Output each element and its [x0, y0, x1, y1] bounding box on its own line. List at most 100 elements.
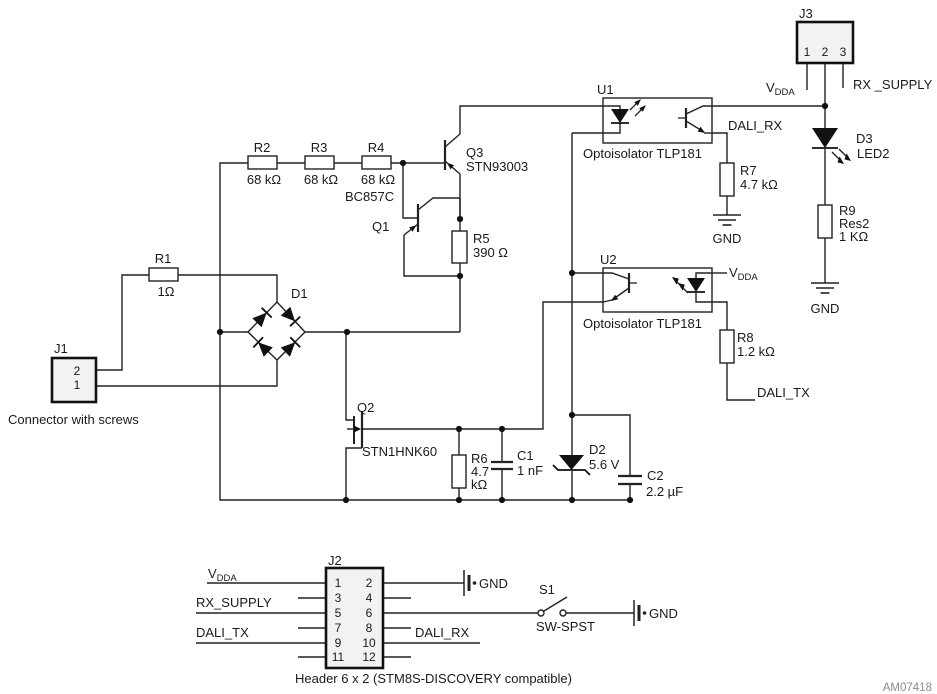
capacitor-c2: [618, 474, 642, 486]
ground-icon: [633, 600, 647, 626]
c1-ref-label: C1: [517, 448, 534, 463]
j1-pin-label: 1: [74, 378, 81, 392]
led-light-arrow-icon: [837, 156, 844, 164]
resistor-r9: [817, 204, 833, 239]
junction-dots: [216, 102, 829, 504]
resistor-r3: [304, 155, 335, 170]
resistor-r5: [451, 230, 468, 264]
led-light-arrow-icon: [672, 277, 679, 285]
transistor-q3: [443, 133, 461, 175]
wire: [572, 414, 631, 476]
switch-s1: [537, 596, 568, 617]
j1-pin-label: 2: [74, 364, 81, 378]
mosfet-q2: [347, 411, 364, 448]
ground-icon: [463, 570, 477, 596]
r6-value-label: 4.7: [471, 464, 489, 479]
net-label-dali-rx: DALI_RX: [728, 118, 783, 133]
d1-ref-label: D1: [291, 286, 308, 301]
net-label-vdda: VDDA: [208, 566, 237, 584]
gnd-label: GND: [811, 301, 840, 316]
resistor-r8: [719, 329, 735, 364]
j2-pin-label: 10: [362, 636, 376, 650]
r2-ref-label: R2: [254, 140, 271, 155]
j2-pin-label: 2: [366, 576, 373, 590]
wire-network: [96, 63, 844, 658]
r9-value-label: 1 KΩ: [839, 229, 869, 244]
r9-type-label: Res2: [839, 216, 869, 231]
r7-ref-label: R7: [740, 163, 757, 178]
resistor-r6: [451, 454, 467, 489]
r8-ref-label: R8: [737, 330, 754, 345]
ground-icon: [811, 282, 839, 294]
j2-pin-label: 9: [335, 636, 342, 650]
wire: [96, 274, 149, 371]
u1-ref-label: U1: [597, 82, 614, 97]
net-label-rx-supply: RX_SUPPLY: [196, 595, 272, 610]
wire: [178, 274, 278, 302]
header-j2: [324, 566, 385, 670]
wire: [402, 163, 418, 219]
resistor-r4: [361, 155, 392, 170]
r7-value-label: 4.7 kΩ: [740, 177, 778, 192]
wire: [403, 235, 460, 277]
c2-ref-label: C2: [647, 468, 664, 483]
r3-ref-label: R3: [311, 140, 328, 155]
figure-id: AM07418: [883, 682, 932, 694]
diode-icon: [252, 336, 273, 357]
net-label-dali-rx: DALI_RX: [415, 625, 470, 640]
net-label-dali-tx: DALI_TX: [196, 625, 249, 640]
r5-ref-label: R5: [473, 231, 490, 246]
j1-ref-label: J1: [54, 341, 68, 356]
d3-value-label: LED2: [857, 146, 890, 161]
u1-desc-label: Optoisolator TLP181: [583, 146, 702, 161]
ground-icon: [713, 214, 741, 226]
net-label-rx-supply: RX _SUPPLY: [853, 77, 933, 92]
r4-value-label: 68 kΩ: [361, 172, 396, 187]
net-label-vdda: VDDA: [729, 265, 758, 283]
s1-part-label: SW-SPST: [536, 619, 595, 634]
d2-value-label: 5.6 V: [589, 457, 620, 472]
gnd-label: GND: [649, 606, 678, 621]
led-light-arrow-icon: [844, 153, 851, 161]
transistor-q1: [403, 197, 461, 236]
zener-diode-d2: [552, 455, 591, 476]
j2-pin-label: 8: [366, 621, 373, 635]
q2-ref-label: Q2: [357, 400, 374, 415]
q1-ref-label: Q1: [372, 219, 389, 234]
r2-value-label: 68 kΩ: [247, 172, 282, 187]
r6-value-label: kΩ: [471, 477, 488, 492]
j2-pin-label: 3: [335, 591, 342, 605]
r9-ref-label: R9: [839, 203, 856, 218]
j3-ref-label: J3: [799, 6, 813, 21]
led-light-arrow-icon: [634, 99, 641, 106]
j2-pin-label: 4: [366, 591, 373, 605]
gnd-label: GND: [479, 576, 508, 591]
wire: [712, 301, 728, 330]
j2-pin-label: 5: [335, 606, 342, 620]
j1-desc-label: Connector with screws: [8, 412, 139, 427]
diode-icon: [252, 307, 273, 328]
u2-ref-label: U2: [600, 252, 617, 267]
bridge-rectifier-d1: [247, 300, 306, 361]
q2-part-label: STN1HNK60: [362, 444, 437, 459]
connector-j3: [795, 20, 855, 65]
j2-pin-label: 12: [362, 650, 376, 664]
wire: [712, 132, 728, 163]
j2-caption: Header 6 x 2 (STM8S-DISCOVERY compatible…: [295, 671, 572, 686]
d3-ref-label: D3: [856, 131, 873, 146]
resistor-r7: [719, 162, 735, 197]
wire: [726, 363, 755, 401]
j2-pin-label: 1: [335, 576, 342, 590]
j2-pin-label: 6: [366, 606, 373, 620]
j3-pin-label: 1: [804, 45, 811, 59]
wire: [96, 360, 278, 387]
r4-ref-label: R4: [368, 140, 385, 155]
q1-part-label: BC857C: [345, 189, 394, 204]
capacitor-c1: [491, 460, 513, 471]
u2-desc-label: Optoisolator TLP181: [583, 316, 702, 331]
j3-pin-label: 2: [822, 45, 829, 59]
s1-ref-label: S1: [539, 582, 555, 597]
gnd-label: GND: [713, 231, 742, 246]
diode-icon: [280, 336, 301, 357]
c2-value-label: 2.2 µF: [646, 484, 683, 499]
